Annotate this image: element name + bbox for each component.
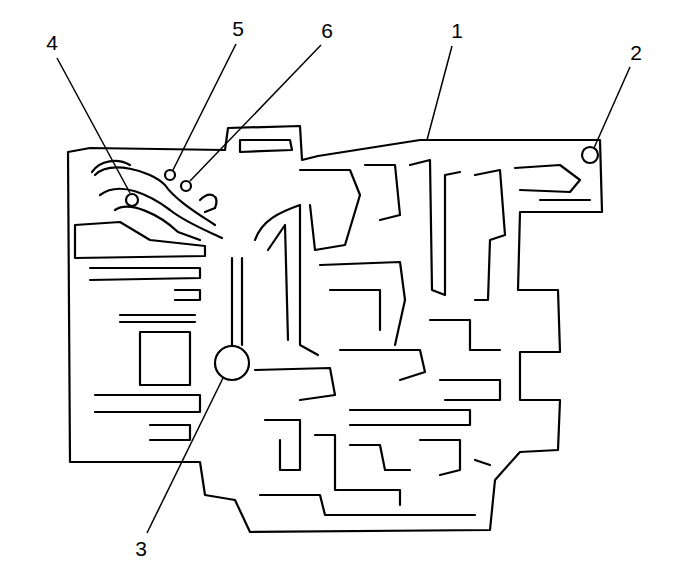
callout-number: 3 — [133, 537, 149, 560]
leader-lines — [57, 44, 630, 533]
hole-6 — [181, 181, 191, 191]
leader-line — [147, 378, 223, 533]
hole-2 — [582, 147, 598, 163]
leader-line — [594, 67, 630, 148]
hole-5 — [165, 170, 175, 180]
callout-number: 6 — [319, 19, 335, 42]
plate-outline — [68, 126, 602, 532]
orifice-3 — [215, 346, 249, 380]
fluid-channels — [75, 140, 590, 515]
callout-number: 1 — [449, 19, 465, 42]
callout-number: 5 — [230, 17, 246, 40]
leader-line — [427, 46, 452, 140]
callout-number: 2 — [628, 41, 644, 64]
leader-line — [173, 44, 236, 170]
leader-line — [190, 45, 321, 181]
hole-4 — [126, 194, 138, 206]
callout-number: 4 — [44, 31, 60, 54]
leader-line — [57, 58, 130, 193]
